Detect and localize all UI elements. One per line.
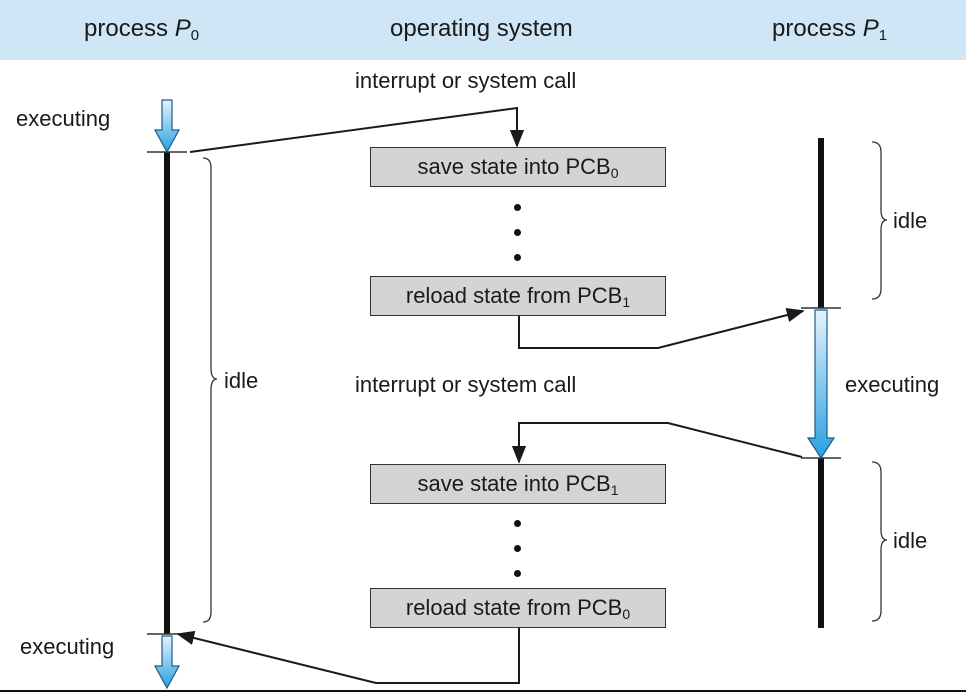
header-band: process P0 operating system process P1: [0, 0, 966, 60]
ellipsis-dot: [514, 545, 521, 552]
p0-idle-label: idle: [224, 368, 259, 393]
box-text: save state into PCB: [417, 154, 611, 179]
save-state-pcb0-box: save state into PCB0: [370, 147, 666, 187]
box-subscript: 1: [622, 294, 631, 310]
p1-idle-brace-top: [871, 141, 888, 300]
box-subscript: 1: [610, 482, 619, 498]
box-text: reload state from PCB: [405, 595, 623, 620]
box-text: save state into PCB: [417, 471, 611, 496]
box-subscript: 0: [610, 165, 619, 181]
ellipsis-dot: [514, 254, 521, 261]
ellipsis-dot: [514, 520, 521, 527]
reload-state-pcb0-box: reload state from PCB0: [370, 588, 666, 628]
p1-executing-label: executing: [845, 372, 940, 397]
process-p1-heading: process P1: [772, 14, 887, 51]
p1-executing-arrow: [806, 309, 836, 460]
ellipsis-dot: [514, 229, 521, 236]
process-p0-letter: P: [174, 15, 191, 42]
ellipsis-dot: [514, 204, 521, 211]
p0-executing-label-bottom: executing: [20, 634, 115, 659]
save-state-pcb1-box: save state into PCB1: [370, 464, 666, 504]
p0-executing-arrow-top: [153, 99, 181, 154]
interrupt-label-2: interrupt or system call: [355, 372, 577, 397]
dispatch-arrow-p1: [518, 308, 805, 349]
box-text: reload state from PCB: [405, 283, 623, 308]
p1-idle-brace-bottom: [871, 461, 888, 622]
process-p0-prefix: process: [84, 15, 175, 42]
process-p0-heading: process P0: [84, 14, 199, 51]
reload-state-pcb1-box: reload state from PCB1: [370, 276, 666, 316]
process-p1-letter: P: [862, 15, 879, 42]
process-p1-subscript: 1: [878, 27, 888, 44]
p0-idle-brace: [202, 157, 218, 623]
p0-executing-label-top: executing: [16, 106, 111, 131]
process-p0-subscript: 0: [190, 27, 200, 44]
dispatch-arrow-p0: [176, 622, 520, 684]
interrupt-arrow-2: [511, 422, 803, 464]
p1-idle-label-bottom: idle: [893, 528, 928, 553]
box-subscript: 0: [622, 606, 631, 622]
interrupt-arrow-1: [189, 106, 525, 153]
operating-system-heading: operating system: [390, 15, 573, 42]
p0-executing-arrow-bottom: [153, 635, 181, 690]
interrupt-label-1: interrupt or system call: [355, 68, 577, 93]
ellipsis-dot: [514, 570, 521, 577]
process-p1-prefix: process: [772, 15, 863, 42]
p1-idle-label-top: idle: [893, 208, 928, 233]
